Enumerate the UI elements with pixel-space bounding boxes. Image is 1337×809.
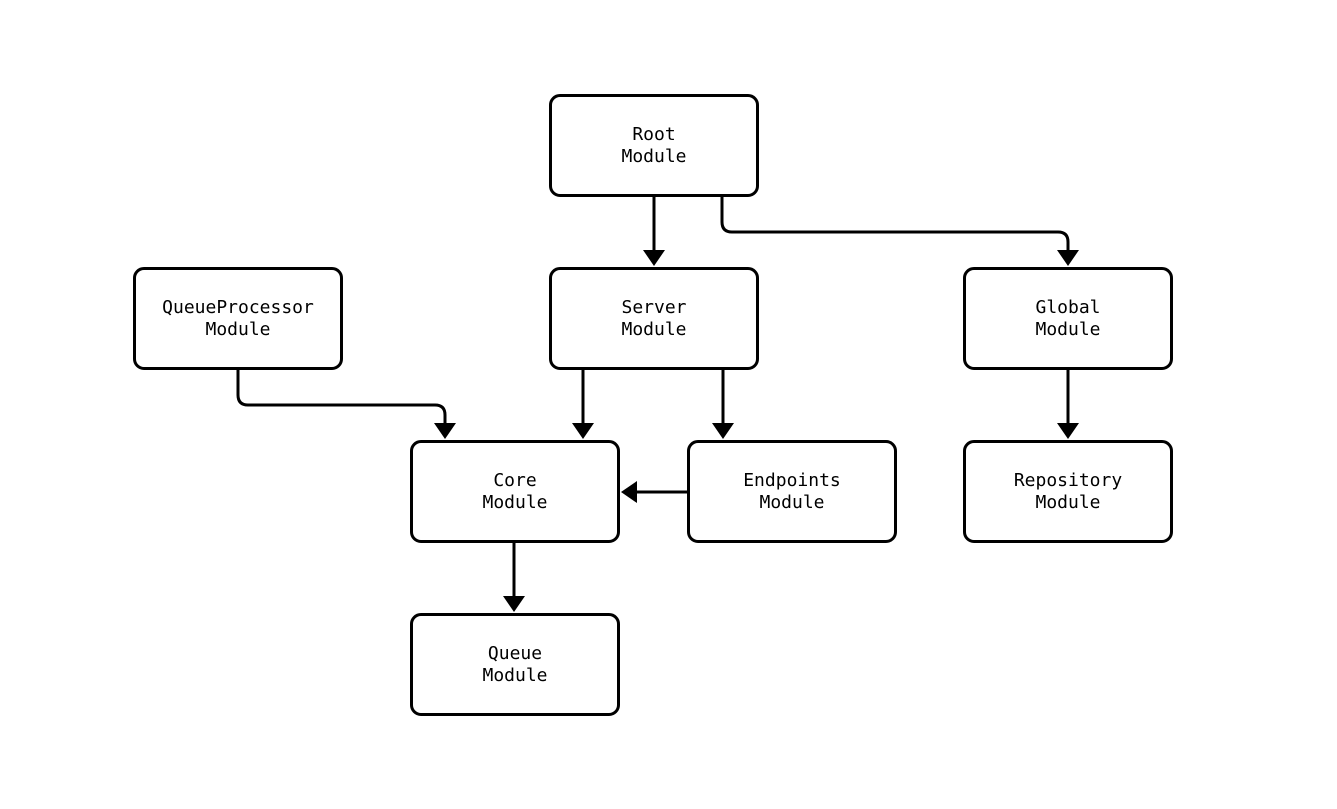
- node-label-line1: Core: [493, 469, 537, 491]
- node-label-line1: Server: [621, 296, 687, 318]
- node-label-line2: Module: [621, 318, 687, 340]
- node-label-line2: Module: [205, 318, 271, 340]
- edge-root-to-server: [643, 197, 665, 266]
- node-label-line1: QueueProcessor: [162, 296, 314, 318]
- node-label-line1: Global: [1035, 296, 1101, 318]
- edge-arrowhead: [712, 423, 734, 439]
- edge-arrowhead: [1057, 423, 1079, 439]
- node-label-line1: Endpoints: [743, 469, 841, 491]
- node-label-line1: Repository: [1013, 469, 1123, 491]
- edge-arrowhead: [1057, 250, 1079, 266]
- node-label-line2: Module: [482, 664, 548, 686]
- node-label-line1: Root: [632, 123, 676, 145]
- edge-queueprocessor-to-core: [236, 370, 456, 439]
- node-label-line2: Module: [759, 491, 825, 513]
- edge-server-to-endpoints: [712, 370, 734, 439]
- edge-line: [236, 370, 447, 425]
- edge-server-to-core: [572, 370, 594, 439]
- edge-arrowhead: [643, 250, 665, 266]
- edge-arrowhead: [572, 423, 594, 439]
- node-label-line2: Module: [482, 491, 548, 513]
- edge-core-to-queue: [503, 543, 525, 612]
- edge-endpoints-to-core: [621, 481, 687, 503]
- edge-line: [720, 197, 1070, 252]
- edge-root-to-global: [720, 197, 1079, 266]
- node-label-line2: Module: [1035, 491, 1101, 513]
- edge-global-to-repository: [1057, 370, 1079, 439]
- edge-arrowhead: [434, 423, 456, 439]
- node-label-line2: Module: [1035, 318, 1101, 340]
- node-label-line2: Module: [621, 145, 687, 167]
- edge-arrowhead: [503, 596, 525, 612]
- edge-arrowhead: [621, 481, 637, 503]
- node-label-line1: Queue: [487, 642, 543, 664]
